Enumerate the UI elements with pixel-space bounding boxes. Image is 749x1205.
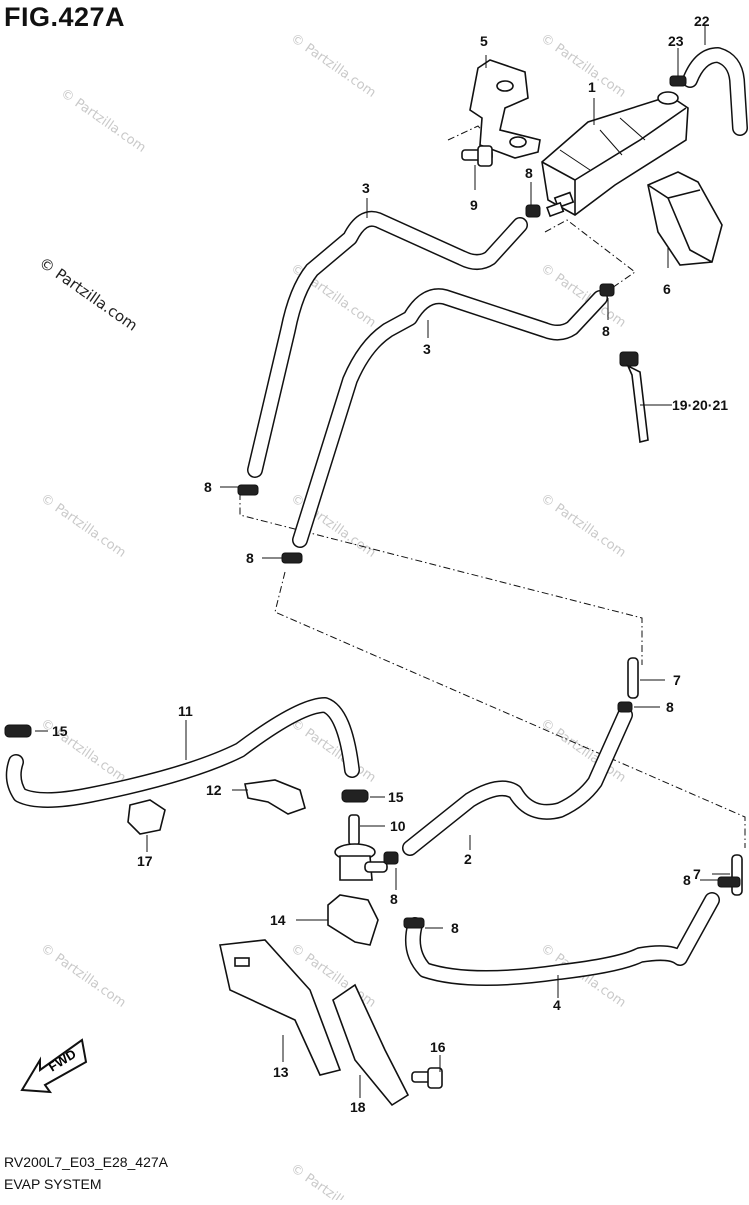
- hose-part-11: [5, 697, 360, 808]
- watermark: © Partzilla.com: [538, 31, 629, 101]
- watermark: © Partzilla.com: [58, 86, 149, 156]
- callout-19-20-21: 19·20·21: [672, 397, 728, 413]
- callout-1: 1: [588, 79, 596, 95]
- model-code: RV200L7_E03_E28_427A: [4, 1154, 169, 1170]
- valve-part-10: [334, 814, 388, 881]
- joint-part-7: [627, 657, 743, 896]
- callout-8: 8: [602, 323, 610, 339]
- callout-6: 6: [663, 281, 671, 297]
- callout-22: 22: [694, 13, 710, 29]
- callout-8: 8: [451, 920, 459, 936]
- cover-part-6: [647, 171, 723, 266]
- clamps-part-8: [237, 204, 741, 929]
- bracket-part-13: [219, 939, 342, 1076]
- callout-12: 12: [206, 782, 222, 798]
- callout-2: 2: [464, 851, 472, 867]
- fwd-arrow: FWD: [20, 1038, 88, 1094]
- callout-14: 14: [270, 912, 286, 928]
- callout-17: 17: [137, 853, 153, 869]
- clamps-part-15: [4, 724, 369, 803]
- bolt-part-16: [411, 1067, 443, 1089]
- callout-8: 8: [204, 479, 212, 495]
- canister-part-1: [541, 91, 689, 218]
- callout-8: 8: [525, 165, 533, 181]
- callout-23: 23: [668, 33, 684, 49]
- hose-part-3-lower: [292, 288, 608, 548]
- watermark-primary: © Partzilla.com: [36, 254, 141, 335]
- callout-5: 5: [480, 33, 488, 49]
- callout-3: 3: [423, 341, 431, 357]
- callout-3: 3: [362, 180, 370, 196]
- watermark: © Partzilla.com: [288, 716, 379, 786]
- watermark: © Partzilla.com: [38, 941, 129, 1011]
- leader-lines: [35, 25, 730, 1098]
- callout-8: 8: [666, 699, 674, 715]
- callout-18: 18: [350, 1099, 366, 1115]
- watermark: © Partzilla.com: [38, 491, 129, 561]
- stay-part-18: [332, 983, 410, 1107]
- callout-11: 11: [178, 703, 193, 719]
- callout-15: 15: [52, 723, 68, 739]
- section-name: EVAP SYSTEM: [4, 1176, 102, 1192]
- cable-tie-part-19: [619, 351, 649, 443]
- callout-16: 16: [430, 1039, 446, 1055]
- callout-8: 8: [390, 891, 398, 907]
- watermark: © Partzilla.com: [538, 491, 629, 561]
- callout-8: 8: [683, 872, 691, 888]
- clip-part-17: [127, 799, 166, 835]
- watermark: © Partzilla.com: [288, 31, 379, 101]
- callout-7: 7: [693, 866, 701, 882]
- callout-9: 9: [470, 197, 478, 213]
- clamp-part-12: [244, 779, 306, 815]
- figure-title: FIG.427A: [4, 2, 126, 32]
- callout-4: 4: [553, 997, 561, 1013]
- bolt-part-9: [461, 145, 493, 167]
- holder-part-14: [327, 894, 379, 946]
- callout-labels: 1 2 3 3 4 5 6 7 7 8 8 8 8 8 8 8 8 9 10 1…: [52, 13, 728, 1115]
- callout-7: 7: [673, 672, 681, 688]
- clamp-part-23: [669, 75, 687, 87]
- hose-part-3-upper: [247, 210, 528, 478]
- hose-part-2: [402, 707, 633, 856]
- callout-10: 10: [390, 818, 406, 834]
- watermark: © Partzilla.com: [288, 1161, 379, 1200]
- callout-15: 15: [388, 789, 404, 805]
- callout-13: 13: [273, 1064, 289, 1080]
- hose-part-4: [405, 892, 720, 986]
- callout-8: 8: [246, 550, 254, 566]
- hose-22: [682, 47, 748, 136]
- bracket-part-5: [469, 59, 541, 159]
